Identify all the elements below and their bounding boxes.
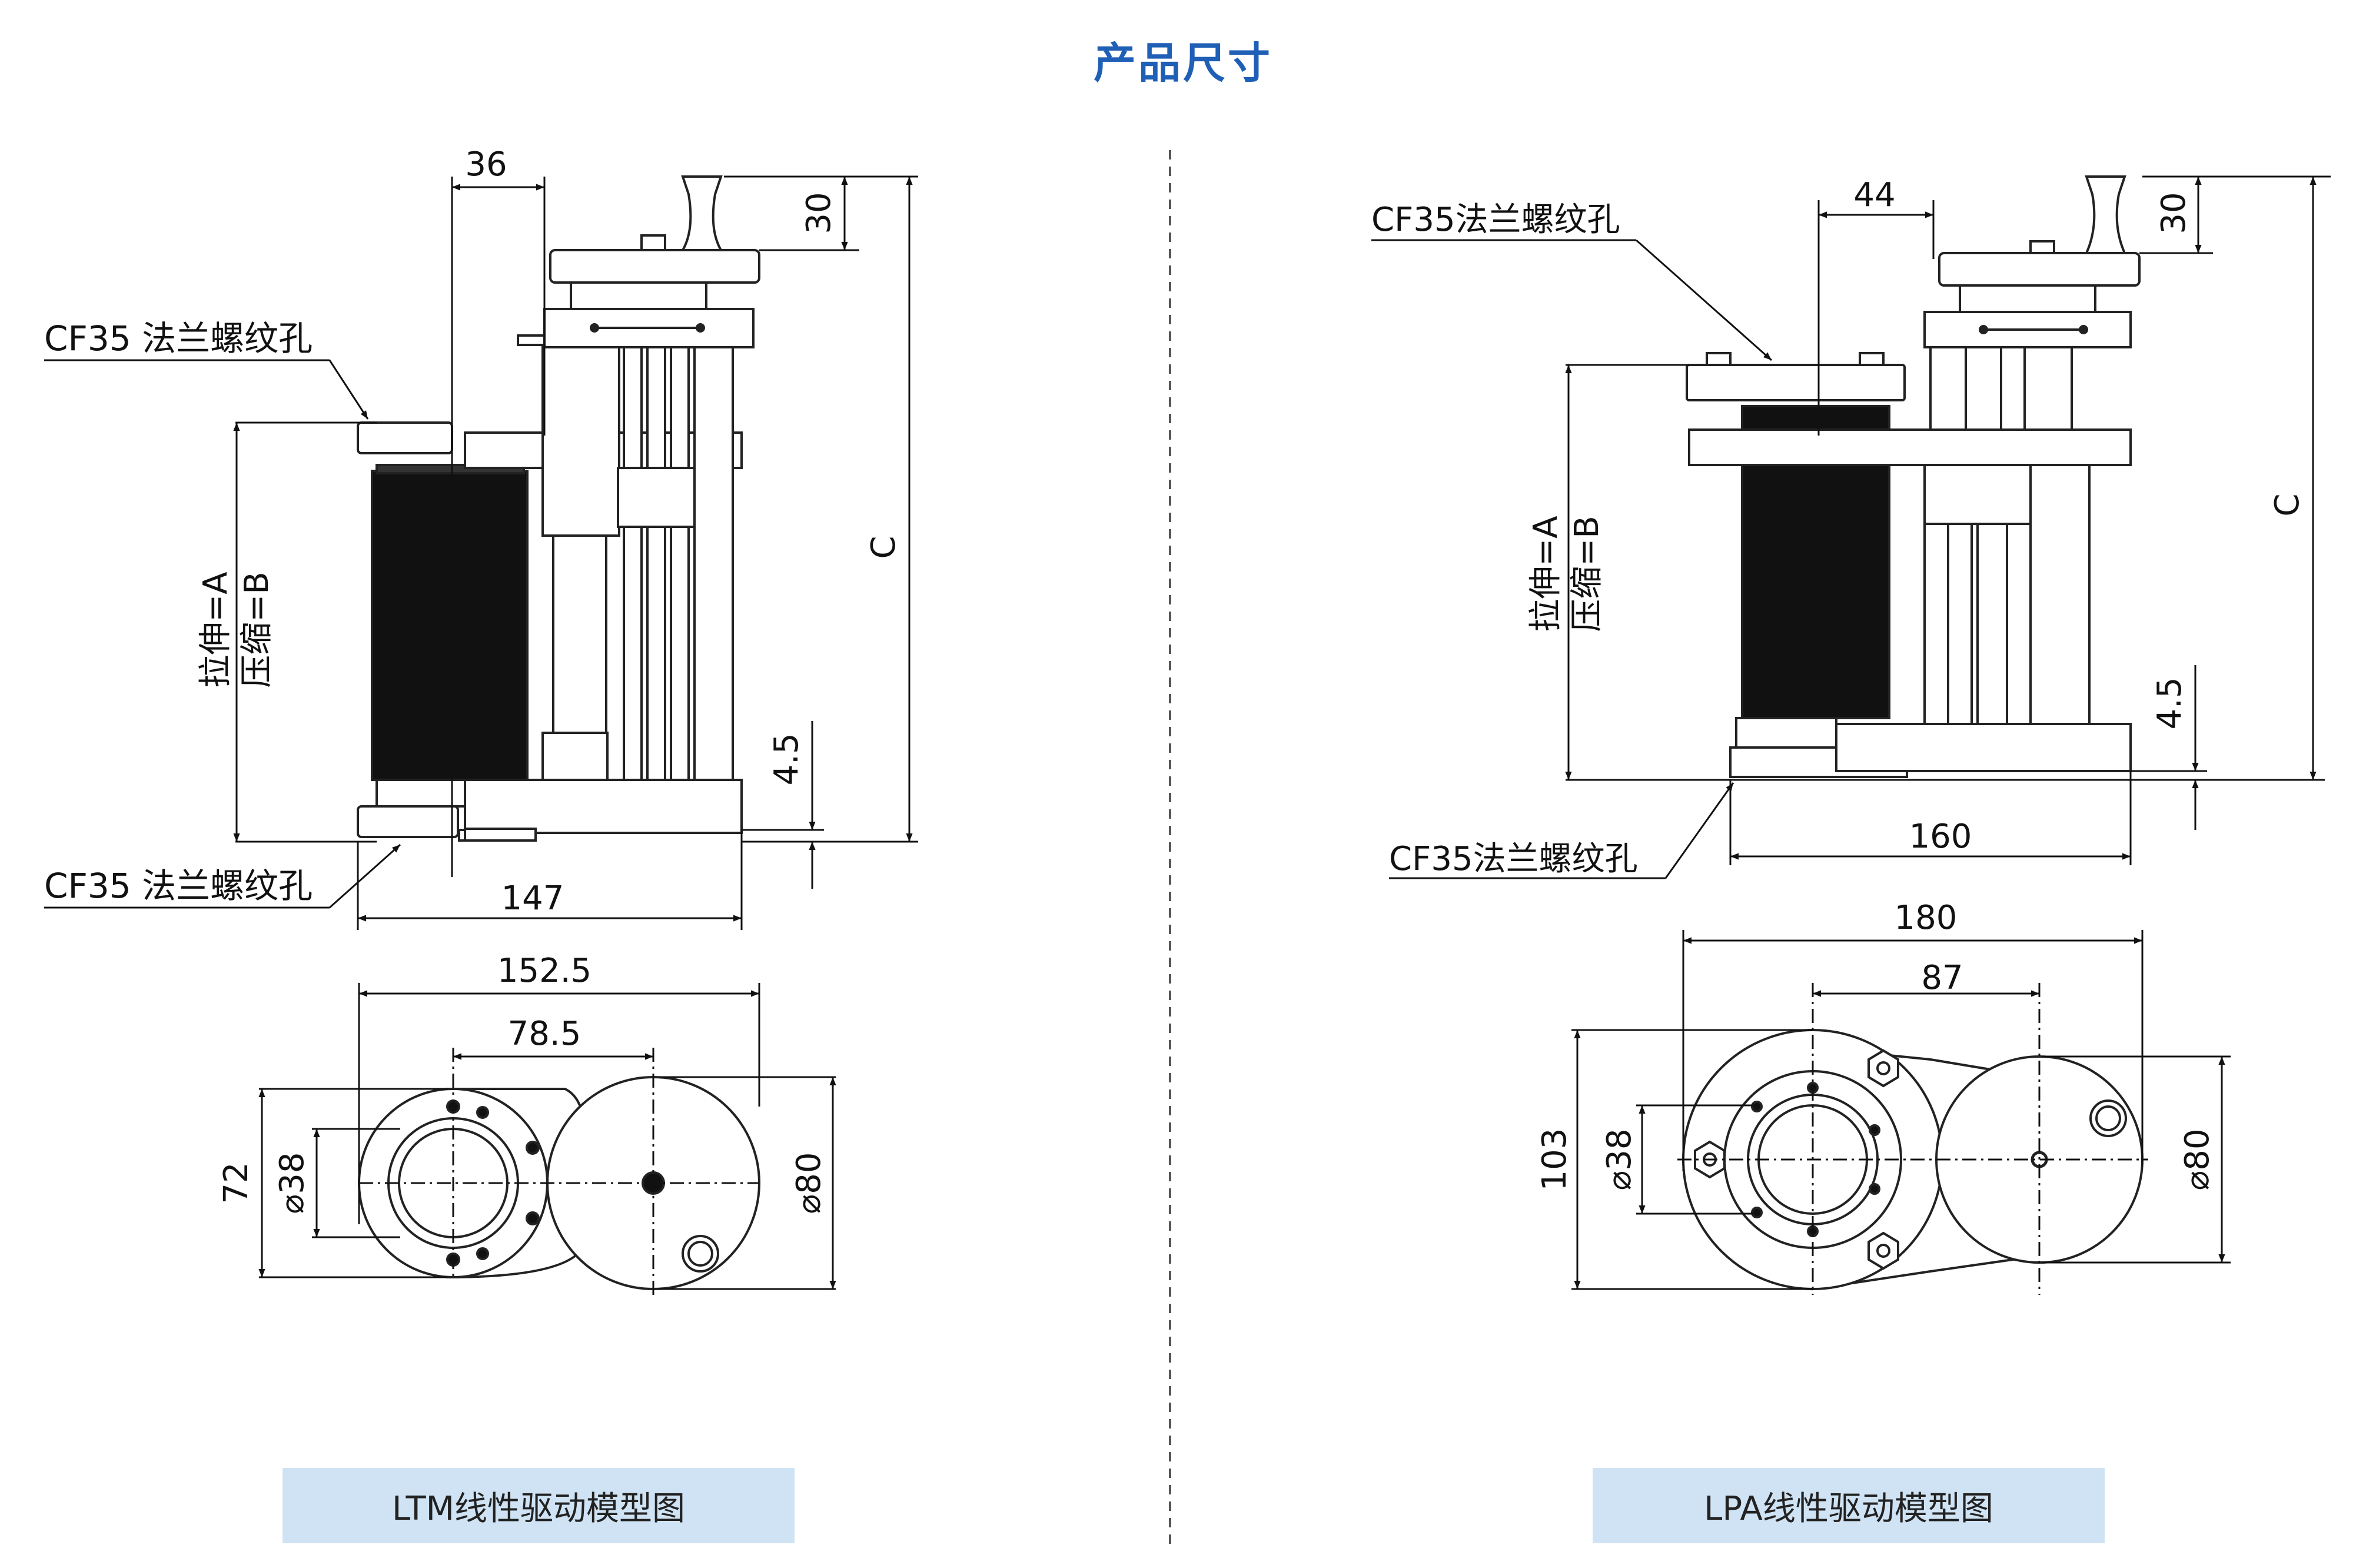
- ltm-dim-36: 36: [465, 145, 507, 184]
- lpa-flange-label-top: CF35法兰螺纹孔: [1371, 201, 1620, 239]
- ltm-dim-30: 30: [800, 192, 838, 234]
- lpa-dim-4-5: 4.5: [2151, 677, 2189, 729]
- ltm-caption: LTM线性驱动模型图: [283, 1468, 795, 1543]
- lpa-dim-30: 30: [2155, 192, 2193, 234]
- lpa-dim-c: C: [2268, 493, 2307, 516]
- lpa-dim-d38: ⌀38: [1600, 1129, 1639, 1191]
- lpa-dim-160: 160: [1909, 818, 1972, 856]
- ltm-dim-78-5: 78.5: [508, 1015, 581, 1053]
- lpa-top-view-dims: [1571, 930, 2231, 1295]
- lpa-flange-label-bottom: CF35法兰螺纹孔: [1389, 840, 1638, 878]
- ltm-flange-label-top: CF35 法兰螺纹孔: [44, 318, 313, 358]
- ltm-side-view: [357, 175, 760, 842]
- lpa-stroke-stretch: 拉伸=A: [1527, 516, 1565, 632]
- ltm-dim-4-5: 4.5: [767, 733, 806, 785]
- page-title: 产品尺寸: [1093, 38, 1272, 88]
- ltm-dim-c: C: [865, 536, 903, 559]
- lpa-dim-d80: ⌀80: [2178, 1129, 2217, 1191]
- ltm-dim-72: 72: [217, 1162, 255, 1204]
- lpa-side-view: [1686, 175, 2141, 778]
- ltm-stroke-compress: 压缩=B: [238, 572, 276, 687]
- ltm-dim-d80: ⌀80: [790, 1152, 828, 1214]
- ltm-dim-152-5: 152.5: [497, 952, 592, 990]
- ltm-stroke-stretch: 拉伸=A: [197, 572, 235, 687]
- lpa-dim-103: 103: [1536, 1128, 1574, 1191]
- ltm-dim-147: 147: [501, 879, 564, 918]
- ltm-dim-d38: ⌀38: [273, 1152, 311, 1214]
- lpa-caption: LPA线性驱动模型图: [1593, 1468, 2105, 1543]
- lpa-dimensions: [1371, 175, 2331, 879]
- ltm-top-view-dims: [258, 983, 836, 1295]
- lpa-dim-180: 180: [1895, 899, 1958, 937]
- ltm-dimensions: [44, 175, 918, 930]
- lpa-stroke-compress: 压缩=B: [1568, 516, 1606, 632]
- lpa-dim-44: 44: [1853, 176, 1895, 214]
- ltm-flange-label-bottom: CF35 法兰螺纹孔: [44, 866, 313, 906]
- lpa-dim-87: 87: [1921, 959, 1963, 997]
